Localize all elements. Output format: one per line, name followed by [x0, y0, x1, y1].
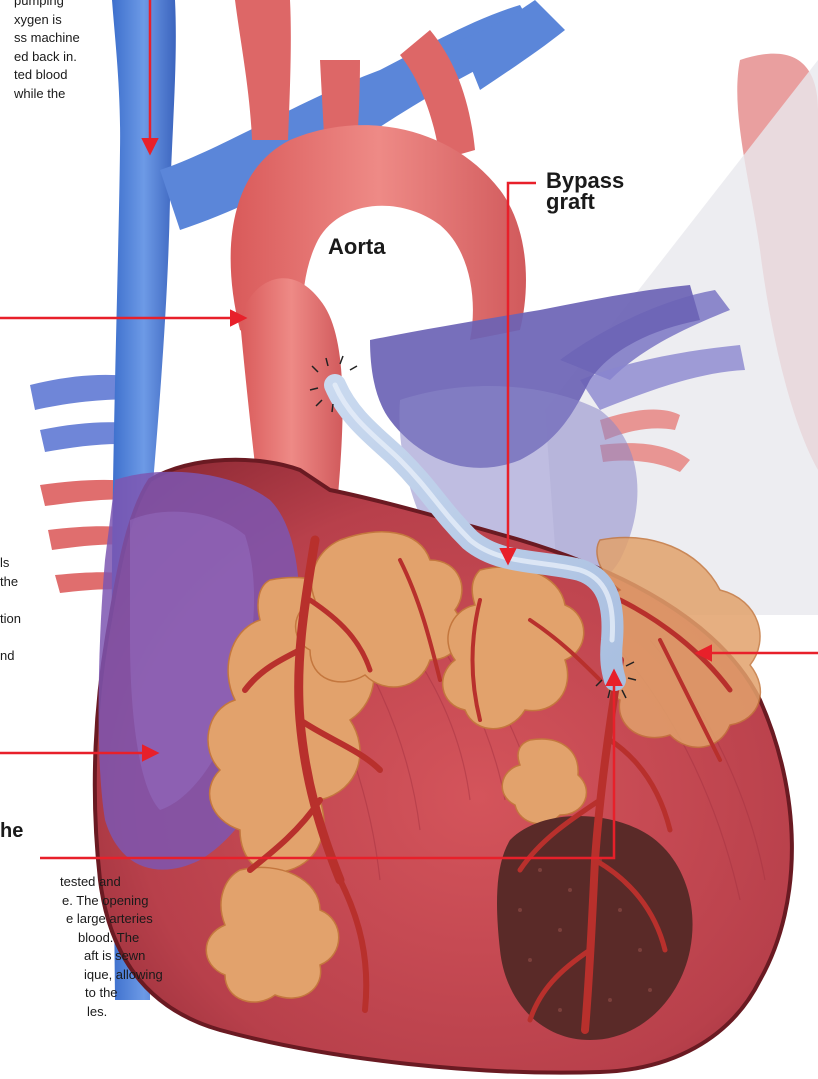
bottom-note-heading: he — [0, 820, 23, 842]
bottom-note-line: ique, allowing — [0, 966, 170, 985]
left-note-line: ls — [0, 554, 60, 573]
bottom-note: tested and e. The opening e large arteri… — [0, 873, 170, 1021]
bottom-note-line: e large arteries — [0, 910, 170, 929]
top-note-line: xygen is — [14, 11, 134, 30]
bottom-note-line: blood. The — [0, 929, 170, 948]
bottom-note-line: aft is sewn — [0, 947, 170, 966]
left-note-line — [0, 591, 60, 610]
bottom-note-line: tested and — [0, 873, 170, 892]
left-note-line — [0, 628, 60, 647]
top-note-line: ed back in. — [14, 48, 134, 67]
top-note-line: ss machine — [14, 29, 134, 48]
aortic-branch-left — [235, 0, 291, 140]
left-note-line: nd — [0, 647, 60, 666]
left-note: ls the tion nd — [0, 554, 60, 665]
left-note-line: tion — [0, 610, 60, 629]
top-note: pumping xygen is ss machine ed back in. … — [14, 0, 134, 103]
top-note-line: while the — [14, 85, 134, 104]
bottom-note-line: e. The opening — [0, 892, 170, 911]
bypass-graft-label: Bypass graft — [546, 170, 624, 212]
aorta-label: Aorta — [328, 236, 385, 258]
bottom-note-line: to the — [0, 984, 170, 1003]
top-note-line: pumping — [14, 0, 134, 11]
top-note-line: ted blood — [14, 66, 134, 85]
bottom-note-line: les. — [0, 1003, 170, 1022]
left-note-line: the — [0, 573, 60, 592]
